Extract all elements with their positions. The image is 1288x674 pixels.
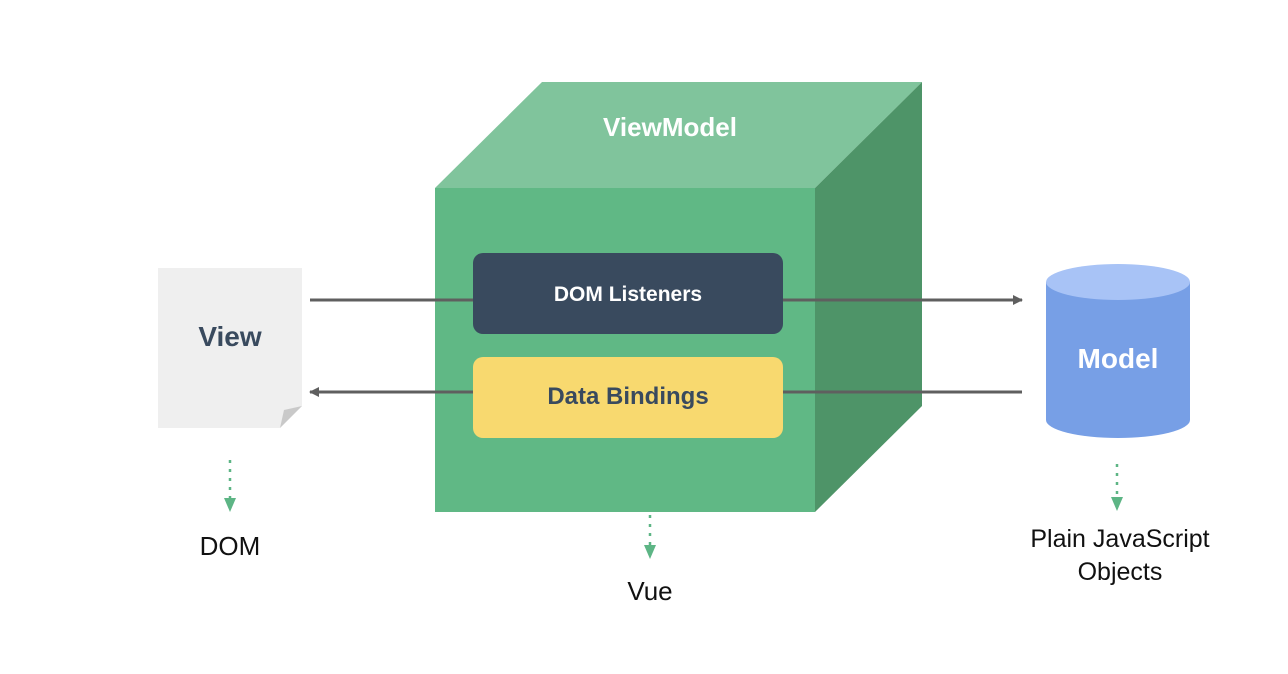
model-caption-line2: Objects xyxy=(1077,558,1163,586)
model-caption-line1: Plain JavaScript xyxy=(1030,525,1210,553)
dom-dotted-arrow xyxy=(224,460,236,512)
cube-side-face xyxy=(815,82,922,512)
data-bindings-box xyxy=(473,357,783,438)
vue-caption: Vue xyxy=(627,576,673,606)
view-document xyxy=(158,268,302,428)
model-label: Model xyxy=(1077,343,1159,374)
cube-top-face xyxy=(435,82,922,188)
viewmodel-title: ViewModel xyxy=(603,112,737,142)
viewmodel-cube xyxy=(435,82,922,512)
vue-dotted-arrow xyxy=(644,515,656,559)
data-bindings-label: Data Bindings xyxy=(547,383,709,410)
view-label: View xyxy=(198,321,262,352)
model-cylinder xyxy=(1046,264,1190,438)
dom-listeners-label: DOM Listeners xyxy=(553,283,703,306)
cube-front-face xyxy=(435,188,815,512)
model-dotted-arrow xyxy=(1111,464,1123,511)
dom-listeners-box xyxy=(473,253,783,334)
dom-caption: DOM xyxy=(199,531,261,561)
